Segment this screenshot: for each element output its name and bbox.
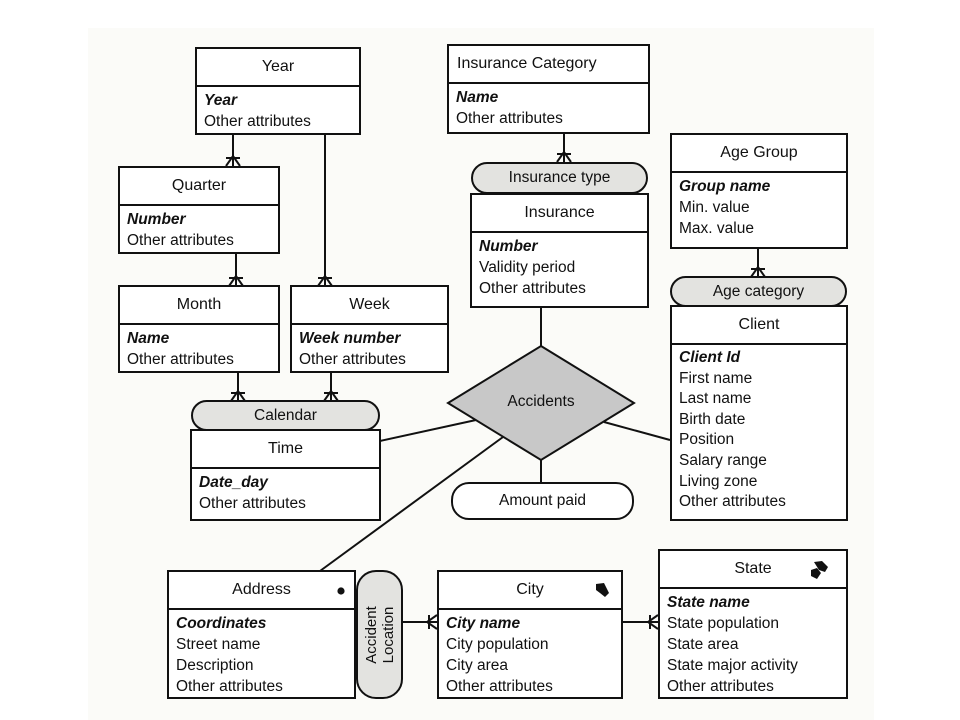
entity-client-key: Client Id bbox=[679, 349, 741, 366]
hierarchy-calendar-label: Calendar bbox=[254, 407, 317, 424]
entity-week-key: Week number bbox=[299, 330, 401, 347]
entity-address-attr: Other attributes bbox=[176, 678, 283, 695]
entity-month: Month Name Other attributes bbox=[118, 285, 280, 373]
measure-amount-paid-label: Amount paid bbox=[498, 492, 587, 509]
entity-state-key: State name bbox=[667, 594, 750, 611]
entity-client-title: Client bbox=[672, 307, 846, 345]
entity-time-title: Time bbox=[192, 431, 379, 469]
entity-age-group-attr: Max. value bbox=[679, 220, 754, 237]
entity-age-group: Age Group Group name Min. value Max. val… bbox=[670, 133, 848, 249]
entity-address-key: Coordinates bbox=[176, 615, 267, 632]
entity-month-key: Name bbox=[127, 330, 170, 347]
hierarchy-insurance-type: Insurance type bbox=[471, 162, 648, 194]
entity-insurance-title: Insurance bbox=[472, 195, 647, 233]
entity-state-attr: State area bbox=[667, 636, 739, 653]
fact-accidents-label: Accidents bbox=[507, 393, 575, 410]
hierarchy-accident-location-line2: Location bbox=[379, 606, 397, 663]
hierarchy-accident-location-line1: Accident bbox=[362, 605, 380, 664]
area-icon bbox=[596, 583, 609, 597]
entity-month-title: Month bbox=[120, 287, 278, 325]
entity-year-key: Year bbox=[204, 92, 238, 109]
entity-client-attr: Position bbox=[679, 431, 735, 449]
entity-city-attr: City area bbox=[446, 657, 509, 674]
entity-client: Client Client Id First name Last name Bi… bbox=[670, 305, 848, 521]
entity-city-key: City name bbox=[446, 615, 521, 632]
entity-state: State State name State population State … bbox=[658, 549, 848, 699]
entity-year-title: Year bbox=[197, 49, 359, 87]
entity-week: Week Week number Other attributes bbox=[290, 285, 449, 373]
entity-city-title: City bbox=[439, 572, 621, 610]
entity-client-attr: Birth date bbox=[679, 410, 746, 428]
entity-city-attr: City population bbox=[446, 636, 549, 653]
entity-insurance-category: Insurance Category Name Other attributes bbox=[447, 44, 650, 134]
point-icon bbox=[337, 587, 345, 595]
entity-week-title: Week bbox=[292, 287, 447, 325]
entity-age-group-attr: Min. value bbox=[679, 199, 750, 216]
entity-quarter-key: Number bbox=[127, 211, 186, 228]
entity-client-attr: Last name bbox=[679, 390, 752, 408]
entity-state-attr: Other attributes bbox=[667, 678, 774, 695]
entity-year: Year Year Other attributes bbox=[195, 47, 361, 135]
entity-insurance-category-key: Name bbox=[456, 89, 499, 106]
entity-time: Time Date_day Other attributes bbox=[190, 429, 381, 521]
entity-insurance-attr: Validity period bbox=[479, 259, 576, 276]
entity-address-title: Address bbox=[169, 572, 354, 610]
entity-insurance-attr: Other attributes bbox=[479, 280, 586, 297]
entity-time-key: Date_day bbox=[199, 474, 268, 491]
entity-city: City City name City population City area… bbox=[437, 570, 623, 699]
entity-address-attr: Street name bbox=[176, 636, 261, 653]
entity-quarter-attr: Other attributes bbox=[127, 232, 234, 249]
hierarchy-calendar: Calendar bbox=[191, 400, 380, 431]
entity-quarter-title: Quarter bbox=[120, 168, 278, 206]
fact-diamond bbox=[446, 344, 636, 462]
entity-insurance: Insurance Number Validity period Other a… bbox=[470, 193, 649, 308]
entity-client-attr: Living zone bbox=[679, 472, 758, 490]
entity-week-attr: Other attributes bbox=[299, 351, 406, 368]
measure-amount-paid: Amount paid bbox=[451, 482, 634, 520]
entity-state-attr: State major activity bbox=[667, 657, 798, 674]
entity-client-attr: First name bbox=[679, 369, 753, 387]
entity-age-group-title: Age Group bbox=[672, 135, 846, 173]
entity-state-attr: State population bbox=[667, 615, 780, 632]
entity-insurance-key: Number bbox=[479, 238, 538, 255]
entity-address-attr: Description bbox=[176, 657, 254, 674]
entity-month-attr: Other attributes bbox=[127, 351, 234, 368]
hierarchy-age-category-label: Age category bbox=[712, 283, 805, 300]
entity-client-attr: Salary range bbox=[679, 451, 767, 469]
entity-client-attr: Other attributes bbox=[679, 493, 786, 511]
entity-time-attr: Other attributes bbox=[199, 495, 306, 512]
multi-area-icon bbox=[811, 561, 828, 579]
entity-address: Address Coordinates Street name Descript… bbox=[167, 570, 356, 699]
entity-age-group-key: Group name bbox=[679, 178, 771, 195]
entity-insurance-category-attr: Other attributes bbox=[456, 110, 563, 127]
hierarchy-accident-location: Accident Location bbox=[356, 570, 403, 699]
entity-insurance-category-title: Insurance Category bbox=[449, 46, 648, 84]
hierarchy-age-category: Age category bbox=[670, 276, 847, 307]
entity-city-attr: Other attributes bbox=[446, 678, 553, 695]
entity-quarter: Quarter Number Other attributes bbox=[118, 166, 280, 254]
hierarchy-insurance-type-label: Insurance type bbox=[508, 169, 611, 186]
entity-year-attr: Other attributes bbox=[204, 113, 311, 130]
entity-state-title: State bbox=[660, 551, 846, 589]
